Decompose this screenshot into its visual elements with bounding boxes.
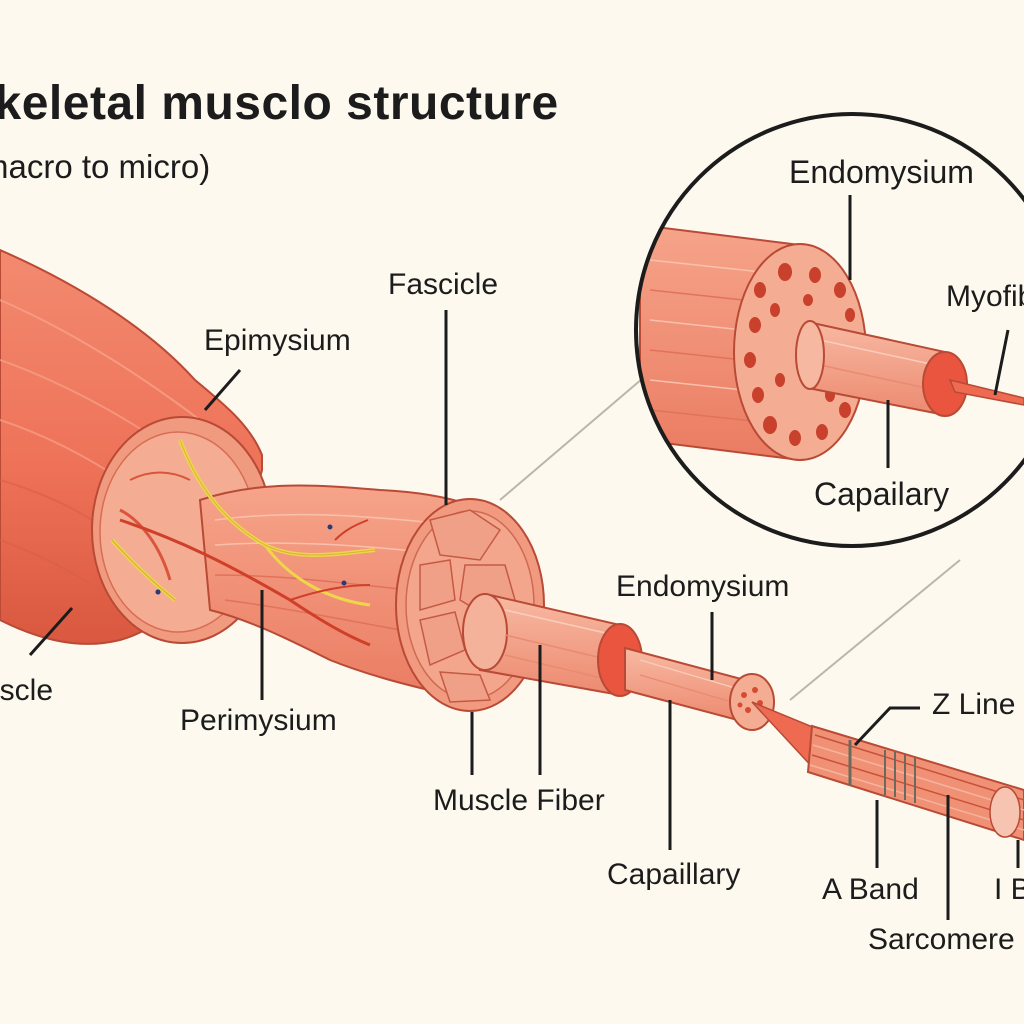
label-muscle: Muscle: [0, 674, 54, 707]
label-endomysium: Endomysium: [616, 570, 790, 603]
label-z-line: Z Line: [932, 688, 1016, 721]
diagram-title: Skeletal musclo structure: [0, 77, 559, 130]
inset-label-capillary: Capailary: [814, 476, 950, 512]
label-epimysium: Epimysium: [204, 324, 351, 357]
myofibril-segment: [624, 646, 775, 731]
leader-lines: [28, 195, 1020, 920]
label-i-band: I Band: [994, 873, 1024, 906]
inset-label-myofibril: Myofibril: [946, 280, 1024, 313]
muscle-fiber: [462, 593, 643, 697]
sarcomere-bundle: [751, 701, 1024, 842]
inset-label-endomysium: Endomysium: [789, 154, 974, 190]
inset-magnified-view: [634, 112, 1024, 548]
label-muscle-fiber: Muscle Fiber: [433, 784, 605, 817]
leader-z-line: [853, 706, 920, 747]
label-fascicle: Fascicle: [388, 268, 499, 301]
label-perimysium: Perimysium: [180, 704, 337, 737]
label-sarcomere: Sarcomere: [868, 923, 1015, 956]
label-capillary: Capaillary: [607, 858, 741, 891]
label-a-band: A Band: [822, 873, 919, 906]
leader-inset-myofibril: [993, 329, 1010, 396]
leader-epimysium: [203, 369, 242, 411]
diagram-subtitle: (macro to micro): [0, 148, 211, 185]
leader-muscle: [28, 607, 74, 656]
